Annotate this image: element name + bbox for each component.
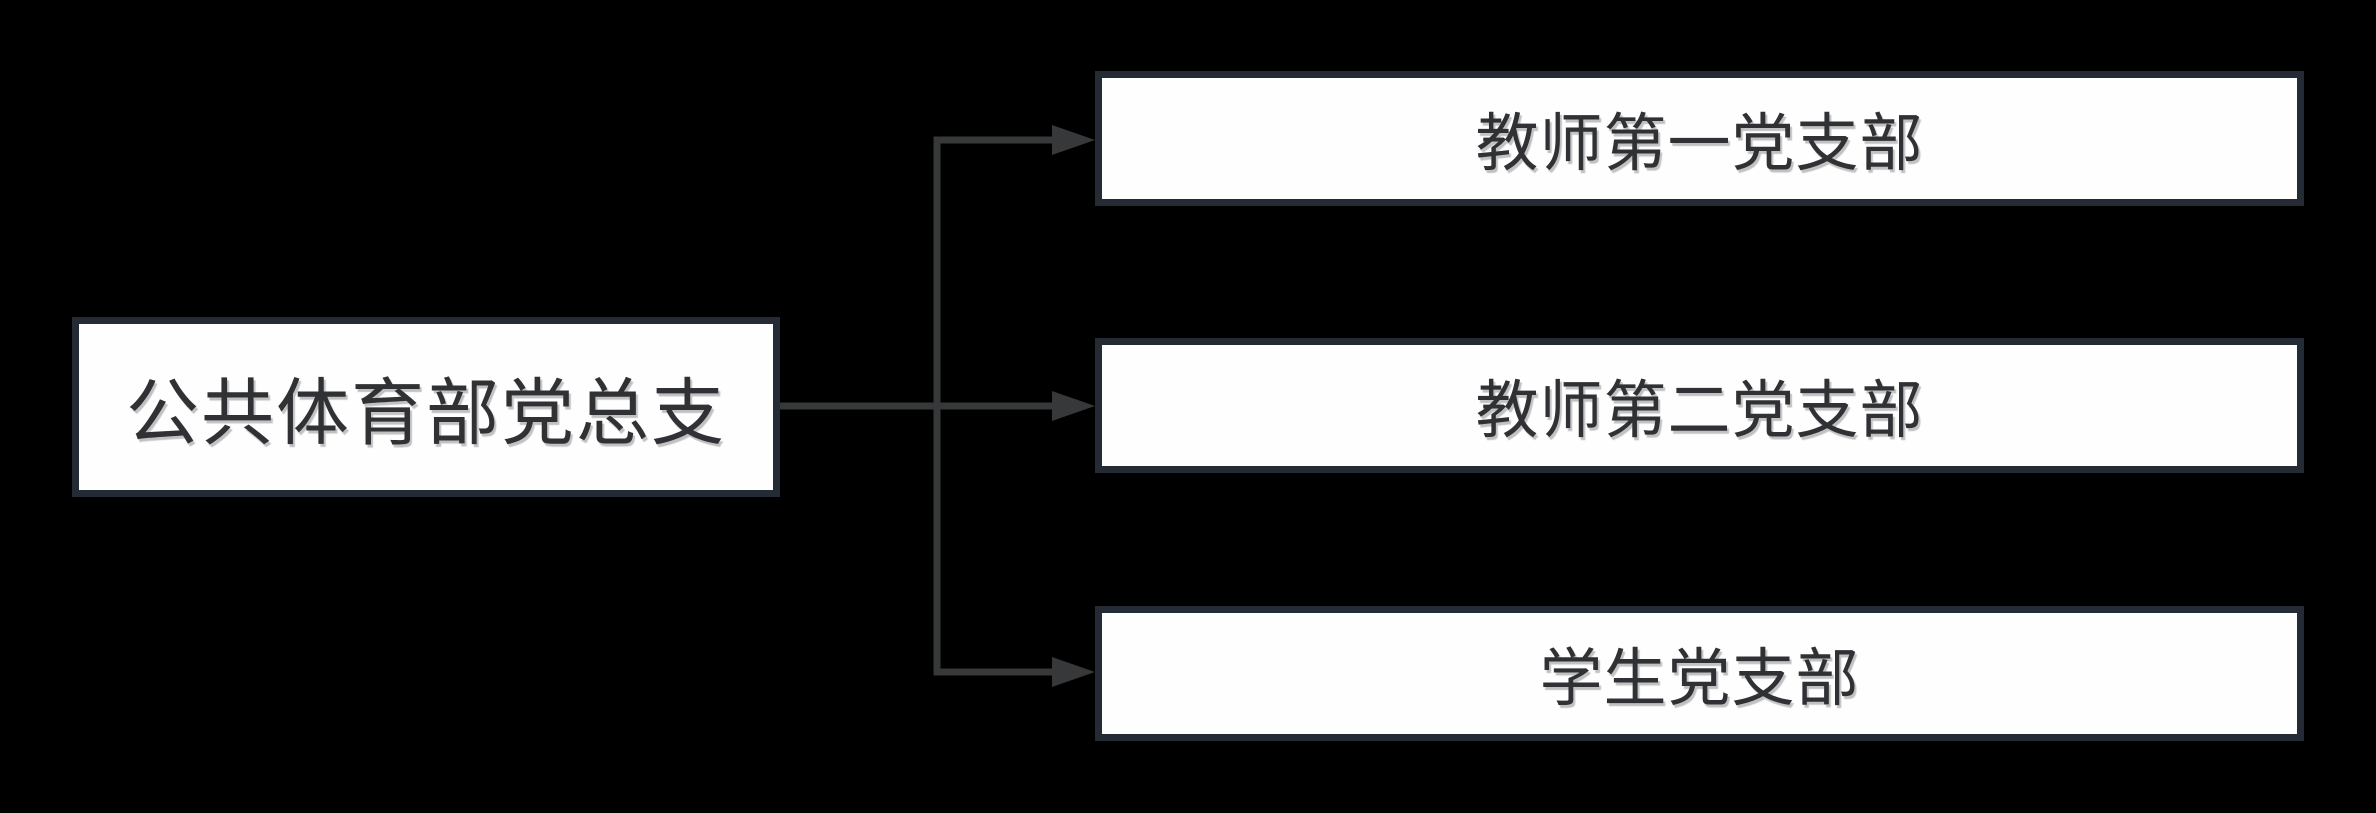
node-child-1-label: 教师第一党支部 (1475, 107, 1924, 180)
node-root-label: 公共体育部党总支 (126, 371, 726, 456)
node-child-2: 教师第二党支部 (1095, 338, 2304, 473)
node-child-3-label: 学生党支部 (1539, 642, 1860, 715)
node-child-3: 学生党支部 (1095, 606, 2304, 741)
arrowhead-child-3 (1052, 657, 1095, 687)
arrowhead-child-2 (1052, 391, 1095, 421)
node-child-1: 教师第一党支部 (1095, 71, 2304, 206)
node-root: 公共体育部党总支 (72, 317, 780, 497)
node-child-2-label: 教师第二党支部 (1475, 374, 1924, 447)
arrowhead-child-1 (1052, 125, 1095, 155)
